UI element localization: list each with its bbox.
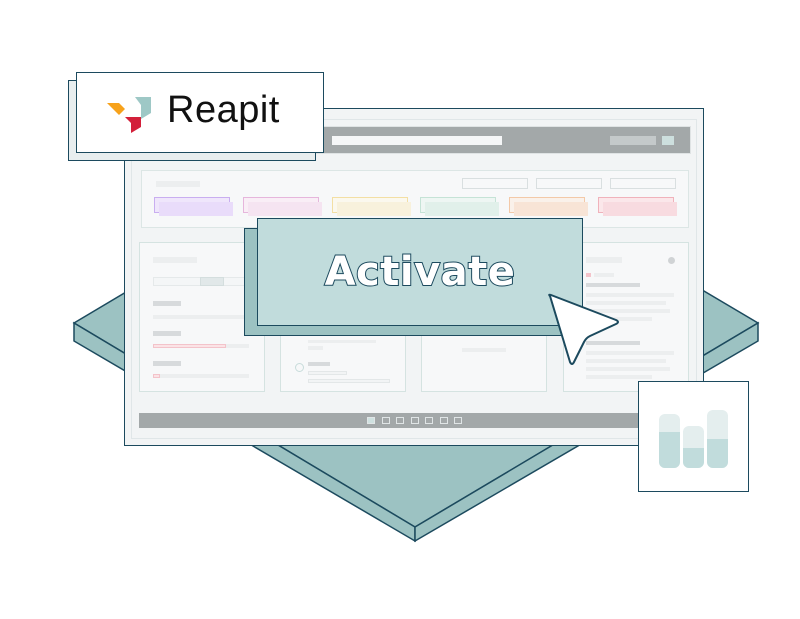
page-dot-3[interactable] xyxy=(396,417,404,424)
filter-chip-purple[interactable] xyxy=(154,197,233,216)
filter-chip-orange[interactable] xyxy=(509,197,588,216)
avatar[interactable] xyxy=(662,136,674,145)
progress-fill xyxy=(153,344,226,348)
page-dot-5[interactable] xyxy=(425,417,433,424)
status-dot xyxy=(668,257,675,264)
page-dot-1[interactable] xyxy=(367,417,375,424)
filter-input-1[interactable] xyxy=(462,178,528,189)
activate-label: Activate xyxy=(324,248,516,296)
segment-active[interactable] xyxy=(200,277,224,286)
radio-button[interactable] xyxy=(295,363,304,372)
chart-bar-3 xyxy=(707,410,728,468)
user-menu-placeholder[interactable] xyxy=(610,136,656,145)
page-dot-2[interactable] xyxy=(381,417,390,424)
activate-button[interactable]: Activate xyxy=(257,218,583,326)
filter-chip-yellow[interactable] xyxy=(332,197,411,216)
window-inner-frame xyxy=(131,119,697,439)
reapit-logo-icon xyxy=(107,97,151,133)
page-dot-4[interactable] xyxy=(410,417,419,424)
filter-chip-red[interactable] xyxy=(598,197,677,216)
filter-chip-green[interactable] xyxy=(420,197,499,216)
chart-widget[interactable] xyxy=(638,381,749,492)
chart-bar-2 xyxy=(683,426,704,468)
brand-name: Reapit xyxy=(167,89,280,131)
cursor-arrow-icon xyxy=(548,293,619,365)
filter-input-2[interactable] xyxy=(536,178,602,189)
filter-chip-pink[interactable] xyxy=(243,197,322,216)
page-dot-7[interactable] xyxy=(454,417,462,424)
page-dot-6[interactable] xyxy=(439,417,448,424)
logo-card: Reapit xyxy=(76,72,324,153)
chart-bar-1 xyxy=(659,414,680,468)
pagination-bar xyxy=(139,413,691,428)
search-input[interactable] xyxy=(332,136,502,145)
filter-title-placeholder xyxy=(156,181,200,187)
filter-input-3[interactable] xyxy=(610,178,676,189)
